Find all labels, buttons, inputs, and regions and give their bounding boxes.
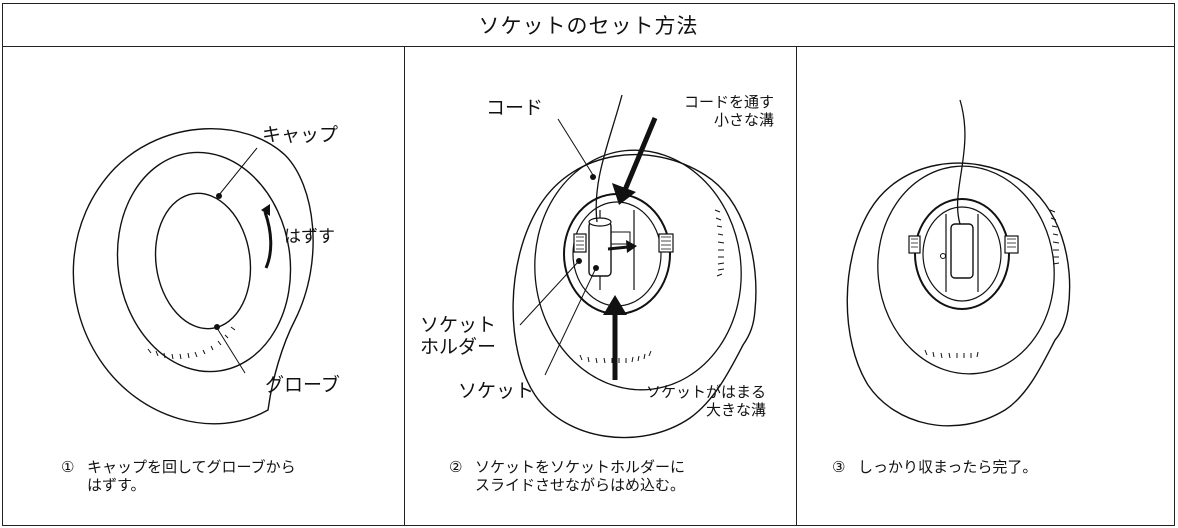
caption-3-line-1: しっかり収まったら完了。: [858, 458, 1038, 476]
label-globe: グローブ: [265, 374, 340, 396]
caption-step-1: ① キャップを回してグローブから はずす。: [61, 458, 296, 494]
label-small-groove: コードを通す 小さな溝: [644, 93, 774, 129]
caption-2-line-2: スライドさせながらはめ込む。: [475, 476, 686, 494]
globe-serration: [147, 326, 236, 360]
label-socket-holder-line-1: ソケット: [420, 314, 497, 336]
diagram-title: ソケットのセット方法: [3, 4, 1174, 47]
socket-body-3: [950, 223, 974, 279]
globe-inner-ring-2: [534, 149, 742, 391]
caption-step-3: ③ しっかり収まったら完了。: [832, 458, 1037, 476]
caption-1-line-2: はずす。: [87, 476, 146, 494]
cap-inner-ring: [154, 192, 252, 330]
rotate-arrowhead: [261, 204, 270, 216]
label-big-groove-line-1: ソケットがはまる: [645, 383, 766, 401]
label-cord: コード: [486, 97, 544, 119]
diagram-frame: ソケットのセット方法: [2, 3, 1175, 526]
step-number-1: ①: [61, 458, 75, 476]
globe-outline-3: [846, 162, 1071, 427]
caption-1-line-1: キャップを回してグローブから: [87, 458, 296, 476]
label-remove: はずす: [284, 227, 335, 247]
caption-step-2: ② ソケットをソケットホルダーに スライドさせながらはめ込む。: [449, 458, 685, 494]
globe-outline: [72, 127, 314, 425]
step-number-2: ②: [449, 458, 463, 476]
label-socket: ソケット: [458, 380, 535, 402]
globe-outline-2: [512, 153, 757, 439]
label-big-groove-line-2: 大きな溝: [705, 401, 766, 419]
label-socket-holder-line-2: ホルダー: [420, 335, 497, 358]
cord-3: [956, 99, 966, 225]
cap-outer-ring: [116, 151, 292, 373]
label-socket-holder: ソケット ホルダー: [420, 314, 497, 359]
step-number-3: ③: [832, 458, 846, 476]
label-small-groove-line-2: 小さな溝: [713, 111, 774, 129]
rotate-arrow: [263, 211, 273, 269]
cord-2: [595, 94, 623, 223]
arrow-small-groove: [622, 117, 658, 191]
label-cap: キャップ: [262, 124, 339, 146]
socket-holder-ring-3: [914, 198, 1010, 310]
column-divider-2: [796, 46, 797, 525]
column-divider-1: [404, 46, 405, 525]
label-small-groove-line-1: コードを通す: [683, 93, 774, 111]
label-big-groove: ソケットがはまる 大きな溝: [596, 383, 766, 419]
caption-2-line-1: ソケットをソケットホルダーに: [475, 458, 686, 476]
